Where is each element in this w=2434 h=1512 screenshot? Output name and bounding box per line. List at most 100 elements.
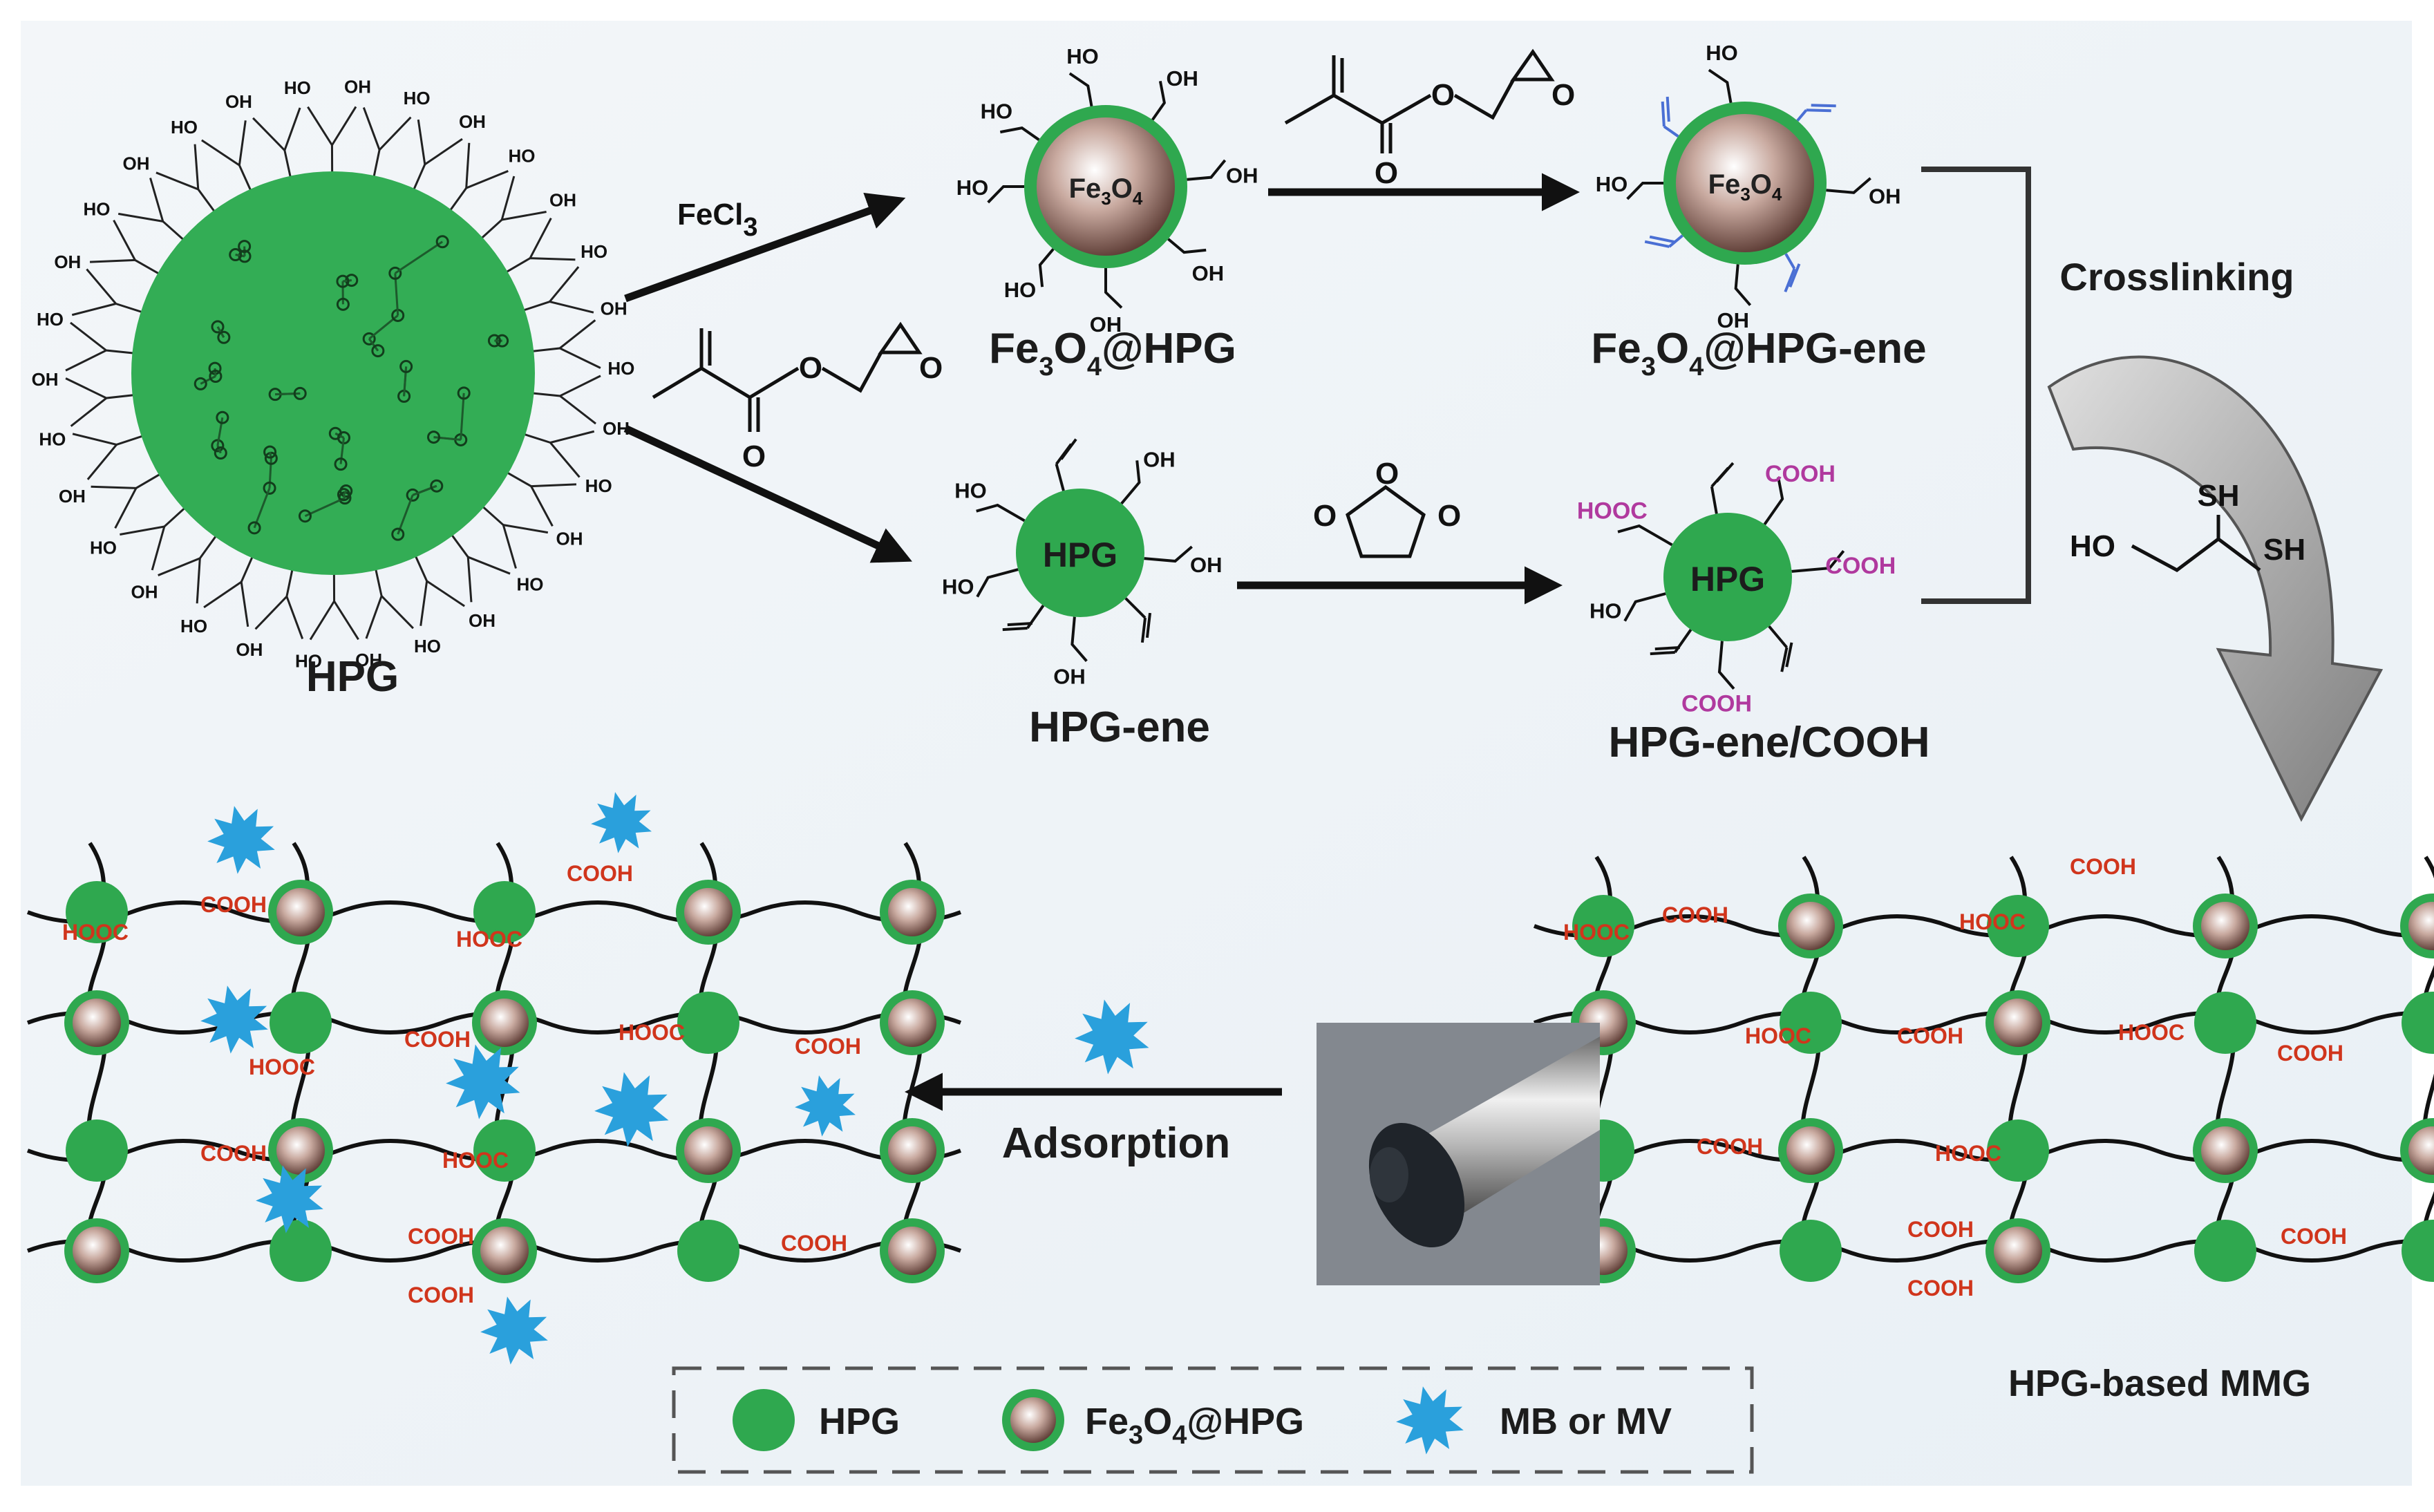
- fe3o4-core: [1994, 1227, 2042, 1275]
- svg-text:O: O: [1375, 156, 1398, 190]
- hydroxyl-label: HO: [508, 146, 535, 167]
- carboxyl-label: COOH: [408, 1283, 474, 1307]
- hydroxyl-label: HO: [83, 198, 110, 219]
- svg-text:HO: HO: [2070, 529, 2115, 563]
- hpg-bond: [275, 393, 300, 394]
- substituent-label: HOOC: [1577, 498, 1648, 525]
- hydroxyl-label: HO: [39, 429, 66, 450]
- svg-text:O: O: [1313, 499, 1337, 533]
- substituent-label: COOH: [1681, 690, 1752, 717]
- svg-text:O: O: [1551, 78, 1575, 112]
- hpg-sphere-icon: [733, 1389, 795, 1451]
- fe3o4-core: [684, 1126, 733, 1175]
- svg-text:MB or MV: MB or MV: [1500, 1401, 1672, 1442]
- hydroxyl-label: HO: [180, 616, 207, 636]
- fe3o4-core: [684, 888, 733, 936]
- fe3o4-core: [888, 888, 936, 936]
- hydroxyl-label: HO: [581, 241, 607, 262]
- hydroxyl-label: OH: [601, 298, 628, 319]
- svg-text:O: O: [799, 351, 822, 385]
- substituent-label: HO: [981, 99, 1013, 123]
- svg-text:O: O: [1431, 78, 1455, 112]
- hydroxyl-label: HO: [90, 538, 117, 558]
- svg-text:O: O: [1437, 499, 1461, 533]
- hpg-sphere-icon: [2194, 1220, 2256, 1282]
- crosslinking-label: Crosslinking: [2059, 255, 2294, 299]
- hydroxyl-label: HO: [37, 309, 64, 330]
- substituent-label: HO: [1589, 598, 1622, 623]
- carboxyl-label: COOH: [1907, 1217, 1974, 1242]
- substituent-label: COOH: [1765, 461, 1836, 487]
- fe3o4-core: [1786, 902, 1835, 950]
- substituent-label: COOH: [1825, 553, 1896, 579]
- substituent-label: HO: [942, 574, 974, 598]
- hpg-sphere-icon: [270, 1220, 332, 1282]
- vinyl-group-icon: [1650, 652, 1675, 654]
- hydroxyl-label: OH: [54, 252, 81, 272]
- substituent-label: OH: [1143, 448, 1176, 472]
- svg-text:O: O: [919, 351, 943, 385]
- svg-text:SH: SH: [2263, 533, 2305, 567]
- carboxyl-label: HOOC: [62, 920, 129, 945]
- hydroxyl-label: HO: [516, 574, 543, 594]
- carboxyl-label: HOOC: [619, 1020, 685, 1045]
- svg-text:O: O: [742, 440, 766, 473]
- fe3o4-core: [73, 1227, 121, 1275]
- fe3o4-core: [276, 888, 325, 936]
- hydroxyl-label: OH: [549, 189, 576, 210]
- svg-text:HPG: HPG: [1690, 560, 1765, 598]
- substituent-label: OH: [1166, 66, 1198, 91]
- hydroxyl-label: OH: [225, 91, 252, 112]
- hpg-ene-label: HPG-ene: [1029, 703, 1210, 751]
- substituent-label: OH: [1226, 164, 1258, 188]
- substituent-label: HO: [1596, 172, 1628, 196]
- hpg-bond: [215, 368, 216, 376]
- hpg-ene-cooh-label: HPG-ene/COOH: [1608, 719, 1930, 766]
- substituent-label: HO: [954, 479, 987, 503]
- hydroxyl-label: HO: [585, 475, 612, 496]
- carboxyl-label: HOOC: [1959, 909, 2026, 934]
- hydroxyl-label: OH: [32, 369, 59, 390]
- vinyl-group-icon: [1663, 102, 1664, 126]
- gel-photo: [1317, 1023, 1600, 1285]
- substituent-label: OH: [1192, 261, 1225, 285]
- hydroxyl-label: HO: [607, 358, 634, 379]
- carboxyl-label: COOH: [200, 892, 267, 917]
- hydroxyl-label: OH: [469, 610, 496, 631]
- carboxyl-label: COOH: [404, 1027, 471, 1052]
- carboxyl-label: COOH: [200, 1141, 267, 1166]
- substituent-label: HO: [1004, 278, 1037, 302]
- mmg-label: HPG-based MMG: [2008, 1363, 2311, 1404]
- carboxyl-label: COOH: [1897, 1023, 1963, 1048]
- vinyl-group-icon: [1811, 105, 1836, 106]
- adsorption-label: Adsorption: [1002, 1119, 1231, 1167]
- hydroxyl-label: OH: [59, 486, 86, 507]
- substituent-label: HO: [956, 176, 989, 200]
- vinyl-group-icon: [1668, 97, 1669, 122]
- carboxyl-label: HOOC: [1563, 920, 1630, 945]
- hpg-sphere-icon: [677, 992, 739, 1054]
- hydroxyl-label: HO: [284, 77, 311, 98]
- carboxyl-label: COOH: [781, 1231, 847, 1256]
- carboxyl-label: COOH: [1662, 903, 1728, 927]
- carboxyl-label: COOH: [2277, 1041, 2343, 1066]
- hydroxyl-label: OH: [236, 639, 263, 660]
- hpg-label: HPG: [306, 653, 399, 701]
- vinyl-group-icon: [1655, 648, 1680, 649]
- fe3o4-core: [888, 1126, 936, 1175]
- vinyl-group-icon: [1008, 623, 1032, 625]
- carboxyl-label: HOOC: [1935, 1141, 2001, 1166]
- carboxyl-label: COOH: [408, 1224, 474, 1249]
- hpg-bond: [343, 495, 345, 498]
- carboxyl-label: COOH: [2070, 854, 2136, 879]
- substituent-label: OH: [1869, 185, 1901, 209]
- svg-text:HPG: HPG: [819, 1401, 900, 1442]
- carboxyl-label: COOH: [1907, 1276, 1974, 1301]
- carboxyl-label: HOOC: [249, 1055, 315, 1079]
- carboxyl-label: COOH: [795, 1034, 861, 1059]
- carboxyl-label: HOOC: [456, 927, 522, 952]
- svg-text:SH: SH: [2197, 479, 2239, 513]
- fe3o4-core: [2201, 902, 2249, 950]
